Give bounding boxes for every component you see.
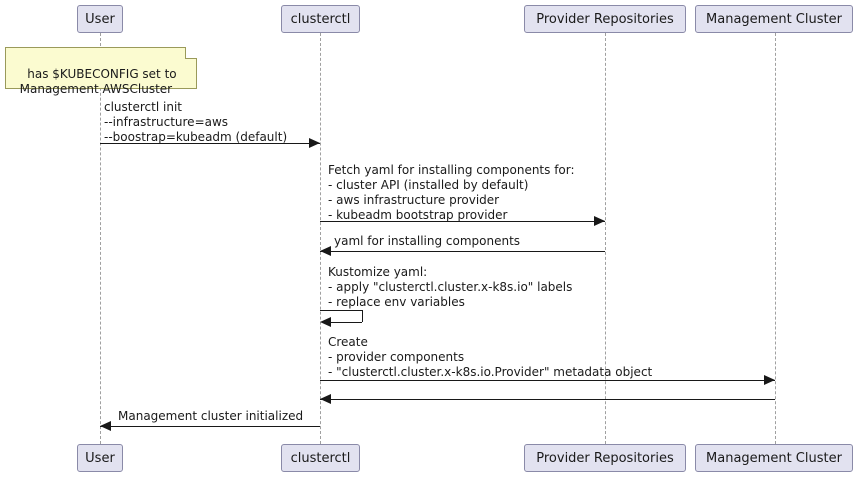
participant-provider-repositories-top-label: Provider Repositories: [536, 11, 674, 27]
participant-provider-repositories-bottom-label: Provider Repositories: [536, 450, 674, 466]
lifeline-user: [100, 33, 101, 444]
arrowhead-left-create-return: [320, 394, 331, 404]
participant-management-cluster-top-label: Management Cluster: [706, 11, 842, 27]
message-label-create: Create - provider components - "clusterc…: [328, 335, 653, 379]
lifeline-management-cluster: [775, 33, 776, 444]
message-label-fetch-yaml: Fetch yaml for installing components for…: [328, 163, 575, 222]
participant-clusterctl-bottom-label: clusterctl: [290, 450, 351, 466]
participant-user-top[interactable]: User: [77, 5, 123, 33]
participant-provider-repositories-bottom[interactable]: Provider Repositories: [524, 444, 686, 472]
message-line-yaml-return: [320, 251, 605, 252]
message-label-initialized: Management cluster initialized: [118, 409, 304, 423]
arrowhead-right-create: [764, 375, 775, 385]
message-line-clusterctl-init: [100, 143, 320, 144]
note-fold-corner-icon: [185, 47, 197, 59]
arrowhead-left-kustomize-self: [320, 317, 331, 327]
note-kubeconfig-text: has $KUBECONFIG set to Management AWSClu…: [19, 67, 177, 96]
participant-user-top-label: User: [85, 11, 115, 27]
arrowhead-right-clusterctl-init: [309, 138, 320, 148]
participant-user-bottom[interactable]: User: [77, 444, 123, 472]
arrowhead-left-yaml-return: [320, 246, 331, 256]
lifeline-provider-repositories: [605, 33, 606, 444]
note-kubeconfig: has $KUBECONFIG set to Management AWSClu…: [5, 47, 197, 96]
participant-management-cluster-bottom[interactable]: Management Cluster: [695, 444, 853, 472]
message-label-kustomize-self: Kustomize yaml: - apply "clusterctl.clus…: [328, 265, 573, 309]
arrowhead-right-fetch-yaml: [594, 216, 605, 226]
participant-management-cluster-top[interactable]: Management Cluster: [695, 5, 853, 33]
message-label-yaml-return: yaml for installing components: [334, 234, 521, 248]
self-message-right-line-kustomize: [362, 310, 363, 322]
participant-clusterctl-top[interactable]: clusterctl: [281, 5, 360, 33]
message-line-create-return: [320, 399, 775, 400]
message-line-fetch-yaml: [320, 221, 605, 222]
self-message-bottom-line-kustomize: [331, 322, 362, 323]
message-label-clusterctl-init: clusterctl init --infrastructure=aws --b…: [104, 100, 288, 144]
participant-clusterctl-top-label: clusterctl: [290, 11, 351, 27]
participant-user-bottom-label: User: [85, 450, 115, 466]
participant-management-cluster-bottom-label: Management Cluster: [706, 450, 842, 466]
message-line-create: [320, 380, 775, 381]
participant-provider-repositories-top[interactable]: Provider Repositories: [524, 5, 686, 33]
lifeline-clusterctl: [320, 33, 321, 444]
self-message-top-line-kustomize: [320, 310, 362, 311]
participant-clusterctl-bottom[interactable]: clusterctl: [281, 444, 360, 472]
message-line-initialized: [100, 426, 320, 427]
arrowhead-left-initialized: [100, 421, 111, 431]
